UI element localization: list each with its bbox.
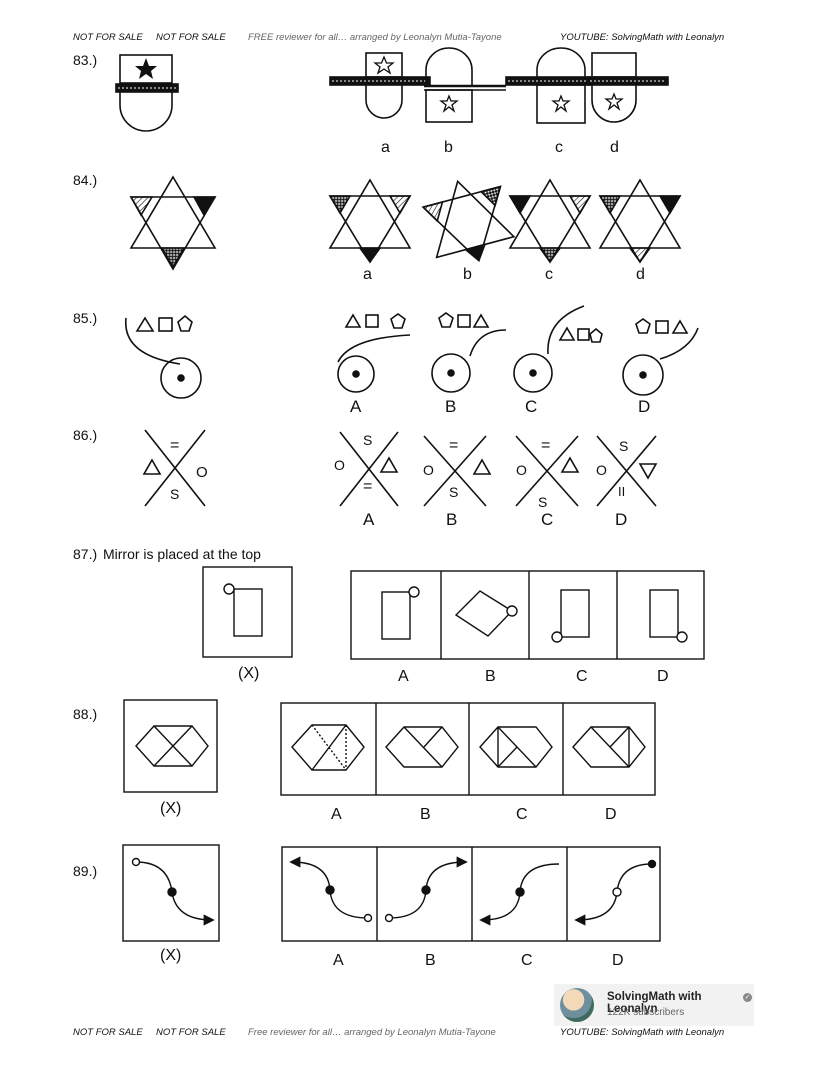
q88-label-b[interactable]: B xyxy=(420,806,431,823)
q84-option-d xyxy=(598,178,682,264)
q88-label-c[interactable]: C xyxy=(516,806,528,823)
subscriber-count: 122K subscribers xyxy=(607,1007,685,1018)
q86-label-a[interactable]: A xyxy=(363,510,375,529)
q87-label-d[interactable]: D xyxy=(657,668,669,685)
q83-option-b xyxy=(424,47,506,123)
q86-label-b[interactable]: B xyxy=(446,510,458,529)
header-not-for-sale-2: NOT FOR SALE xyxy=(156,32,226,43)
q87-number: 87.) xyxy=(73,546,98,562)
q88-option-c-hex xyxy=(479,726,553,768)
q86-number: 86.) xyxy=(73,427,98,443)
q84-label-a[interactable]: a xyxy=(363,266,372,283)
q85-option-d xyxy=(622,318,699,396)
q86-a-equals: = xyxy=(363,478,373,495)
q86-a-o: O xyxy=(334,457,345,473)
q88-option-b-hex xyxy=(385,726,459,768)
q89-number: 89.) xyxy=(73,863,98,879)
channel-avatar-icon xyxy=(560,988,594,1022)
q87-label-c[interactable]: C xyxy=(576,668,588,685)
q84-option-c xyxy=(508,178,592,264)
q89-label-d[interactable]: D xyxy=(612,952,624,969)
q83-option-d xyxy=(587,52,669,123)
q83-label-a[interactable]: a xyxy=(381,139,390,156)
q83-label-b[interactable]: b xyxy=(444,139,453,156)
q85-label-a[interactable]: A xyxy=(350,397,362,416)
q85-label-c[interactable]: C xyxy=(525,397,538,416)
q83-number: 83.) xyxy=(73,52,98,68)
q88-option-a-hex xyxy=(291,724,365,771)
q85-question-figure xyxy=(125,314,202,399)
q89-label-b[interactable]: B xyxy=(425,952,436,969)
q86-label-d[interactable]: D xyxy=(615,510,628,529)
q84-option-b xyxy=(421,179,516,263)
q86-question-o: O xyxy=(196,464,208,481)
q86-d-ii: II xyxy=(618,484,626,499)
q86-question-s: S xyxy=(170,486,180,502)
q83-label-c[interactable]: c xyxy=(555,139,563,156)
q84-label-d[interactable]: d xyxy=(636,266,645,283)
q86-c-equals: = xyxy=(541,437,551,454)
q86-d-s: S xyxy=(619,438,629,454)
channel-name: SolvingMath with Leonalyn xyxy=(607,991,702,1015)
header-youtube: YOUTUBE: SolvingMath with Leonalyn xyxy=(560,32,725,43)
q85-number: 85.) xyxy=(73,310,98,326)
q87-label-b[interactable]: B xyxy=(485,668,496,685)
q84-option-a xyxy=(328,178,412,264)
verified-check-icon: ✓ xyxy=(743,993,752,1002)
footer-youtube: YOUTUBE: SolvingMath with Leonalyn xyxy=(560,1027,725,1038)
q85-option-c xyxy=(513,305,603,393)
q84-question-star xyxy=(129,175,217,271)
q89-x-label: (X) xyxy=(160,947,182,964)
footer-not-for-sale-1: NOT FOR SALE xyxy=(73,1027,143,1038)
q84-label-b[interactable]: b xyxy=(463,266,472,283)
q84-number: 84.) xyxy=(73,172,98,188)
q89-label-c[interactable]: C xyxy=(521,952,533,969)
q88-question-hex xyxy=(135,725,209,767)
youtube-channel-badge[interactable]: SolvingMath with Leonalyn ✓ 122K subscri… xyxy=(554,984,754,1026)
q85-label-d[interactable]: D xyxy=(638,397,651,416)
q85-label-b[interactable]: B xyxy=(445,397,457,416)
q83-option-a xyxy=(329,52,431,119)
q88-label-d[interactable]: D xyxy=(605,806,617,823)
q88-x-label: (X) xyxy=(160,800,182,817)
q86-a-s: S xyxy=(363,432,373,448)
q86-question-equals: = xyxy=(170,437,180,454)
q83-question-figure xyxy=(115,54,179,132)
footer-not-for-sale-2: NOT FOR SALE xyxy=(156,1027,226,1038)
q86-c-s: S xyxy=(538,494,548,510)
q85-option-a xyxy=(337,313,411,393)
q86-b-equals: = xyxy=(449,437,459,454)
q86-b-o: O xyxy=(423,462,434,478)
q88-number: 88.) xyxy=(73,706,98,722)
footer-credit: Free reviewer for all… arranged by Leona… xyxy=(248,1027,496,1038)
q88-option-d-hex xyxy=(572,726,646,768)
q86-d-o: O xyxy=(596,462,607,478)
q86-c-o: O xyxy=(516,462,527,478)
q83-label-d[interactable]: d xyxy=(610,139,619,156)
q85-option-b xyxy=(431,312,507,393)
header-credit: FREE reviewer for all… arranged by Leona… xyxy=(248,32,502,43)
q88-label-a[interactable]: A xyxy=(331,806,342,823)
q87-label-a[interactable]: A xyxy=(398,668,409,685)
q87-text: Mirror is placed at the top xyxy=(103,546,261,562)
q86-b-s: S xyxy=(449,484,459,500)
q84-label-c[interactable]: c xyxy=(545,266,553,283)
header-not-for-sale-1: NOT FOR SALE xyxy=(73,32,143,43)
q87-x-label: (X) xyxy=(238,665,260,682)
q89-label-a[interactable]: A xyxy=(333,952,344,969)
q86-label-c[interactable]: C xyxy=(541,510,554,529)
